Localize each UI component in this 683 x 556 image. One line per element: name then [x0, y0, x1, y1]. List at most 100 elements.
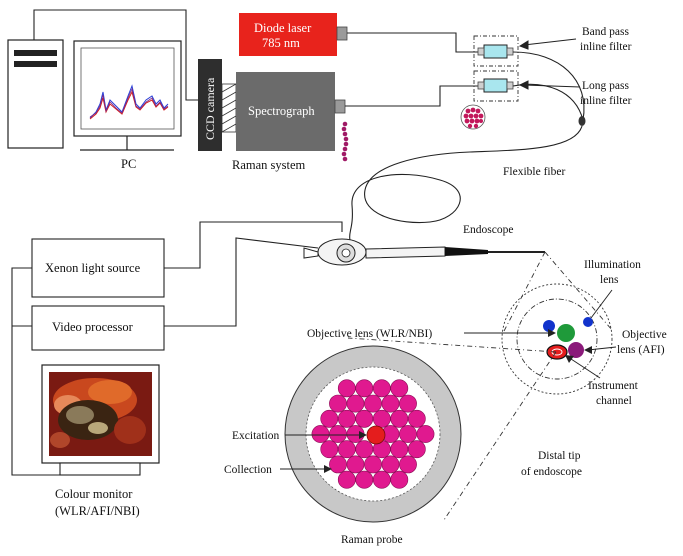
pc-group: PC	[7, 39, 182, 171]
illumination-lens-blue-1	[543, 320, 555, 332]
ccd-camera-label: CCD camera	[203, 77, 217, 140]
collection-fiber-8	[399, 394, 417, 413]
objective-lens-wlr-nbi-label: Objective lens (WLR/NBI)	[307, 328, 432, 340]
diode-laser-label-1: Diode laser	[254, 21, 312, 35]
objective-lens-wlr-nbi-circle	[557, 324, 575, 342]
objective-lens-afi-circle	[568, 342, 584, 358]
instrument-channel-label-2: channel	[596, 395, 632, 407]
flexible-fiber-label: Flexible fiber	[503, 166, 565, 178]
illumination-lens-label-2: lens	[600, 274, 619, 286]
collection-fiber-31	[399, 455, 417, 474]
collection-fiber-12	[372, 409, 391, 428]
filter-fibers-join	[512, 51, 585, 121]
objective-lens-afi-label-2: lens (AFI)	[617, 344, 665, 356]
distal-tip-face	[516, 298, 598, 380]
colour-monitor-label-2: (WLR/AFI/NBI)	[55, 504, 140, 518]
long-pass-body	[483, 78, 508, 93]
collection-fiber-14	[407, 409, 426, 428]
zoom-line-lower	[502, 251, 546, 334]
spectrum-trace-blue	[89, 84, 169, 119]
collection-fiber-25	[390, 440, 409, 459]
fiber-connector	[578, 116, 586, 126]
distal-tip-label-1: Distal tip	[538, 450, 581, 462]
pc-drive-bay-2	[14, 61, 57, 67]
diode-laser-port	[336, 26, 348, 41]
collection-fiber-21	[320, 440, 339, 459]
collection-fiber-28	[346, 455, 365, 474]
endoscope-eyepiece	[303, 247, 319, 259]
distal-tip	[501, 283, 613, 395]
xenon-light-source-label: Xenon light source	[45, 261, 141, 275]
raman-probe-label: Raman probe	[341, 534, 403, 546]
collection-fiber-32	[337, 470, 356, 489]
endoscope-cable-to-video	[164, 237, 319, 327]
objective-lens-afi-arrow	[587, 346, 617, 351]
endoscope-body	[365, 246, 446, 259]
collection-fiber-13	[390, 409, 409, 428]
long-pass-housing	[473, 70, 519, 102]
collection-fiber-20	[416, 425, 435, 443]
long-pass-filter	[473, 70, 519, 102]
laser-fiber	[347, 32, 484, 53]
colour-monitor-label-1: Colour monitor	[55, 487, 133, 501]
endoscope-label: Endoscope	[463, 224, 513, 236]
distal-tip-outline	[501, 283, 613, 395]
band-pass-filter	[473, 35, 519, 67]
collection-fiber-10	[337, 409, 356, 428]
probe-zoom-line-lower	[443, 351, 557, 521]
distal-tip-label-2: of endoscope	[521, 466, 582, 478]
band-pass-label-2: inline filter	[580, 41, 632, 53]
coupler-hatch	[221, 83, 237, 133]
instrument-channel-arrow	[567, 356, 601, 379]
collection-fiber-15	[311, 425, 330, 443]
collection-fiber-27	[329, 455, 347, 474]
pc-tower	[7, 39, 64, 149]
instrument-channel-label-1: Instrument	[588, 380, 639, 392]
collection-fiber-0	[337, 379, 356, 398]
endoscope	[303, 238, 545, 266]
monitor-base	[59, 462, 141, 476]
collection-fiber-26	[407, 440, 426, 459]
band-pass-housing	[473, 35, 519, 67]
raman-system-label: Raman system	[232, 158, 306, 172]
collection-fiber-34	[372, 470, 391, 489]
spectrum-trace-purple	[89, 87, 169, 118]
spectrograph-fiber	[345, 85, 484, 107]
endoscope-insertion-tube	[445, 247, 488, 256]
spectrograph	[236, 72, 335, 151]
collection-fiber-22	[337, 440, 356, 459]
spectrograph-label: Spectrograph	[248, 104, 315, 118]
excitation-fiber	[366, 425, 386, 445]
collection-fiber-4	[329, 394, 347, 413]
filter-arrows	[518, 38, 581, 90]
raman-system-group: Diode laser 785 nm CCD camera Spectrogra…	[198, 13, 349, 172]
collection-fiber-19	[399, 425, 417, 443]
collection-fiber-6	[364, 394, 382, 413]
pc-label: PC	[121, 157, 136, 171]
video-processor-box	[31, 305, 165, 351]
probe-zoom-line-upper	[347, 337, 557, 353]
spectrograph-port	[334, 99, 346, 114]
pc-to-ccd-cable	[33, 9, 198, 101]
instrument-channel-circle	[546, 344, 568, 360]
ccd-camera	[198, 59, 222, 151]
illumination-lens-leader	[590, 289, 613, 319]
collection-fiber-2	[372, 379, 391, 398]
collection-fiber-35	[390, 470, 409, 489]
collection-fiber-11	[355, 409, 374, 428]
collection-label: Collection	[224, 464, 272, 476]
excitation-label: Excitation	[232, 430, 280, 442]
collection-fiber-3	[390, 379, 409, 398]
fiber-cross-section	[460, 104, 486, 130]
diode-laser-label-2: 785 nm	[262, 36, 300, 50]
pc-drive-bay-1	[14, 50, 57, 56]
pc-monitor-screen	[80, 47, 175, 130]
collection-fiber-7	[381, 394, 400, 413]
zoom-line-upper	[544, 251, 613, 331]
fiber-bead-string	[341, 121, 349, 162]
band-pass-label-1: Band pass	[582, 26, 629, 38]
illumination-lens-blue-2	[583, 317, 593, 327]
raman-probe	[284, 345, 462, 523]
